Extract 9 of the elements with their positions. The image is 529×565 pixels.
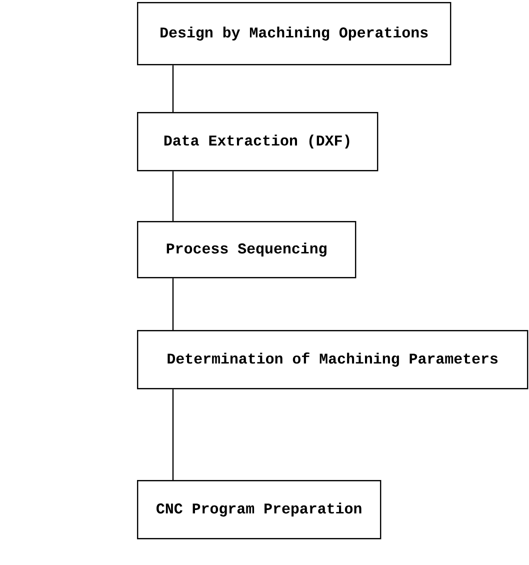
- process-box: CNC Program Preparation: [137, 480, 382, 540]
- connector-line: [172, 389, 174, 480]
- connector-line: [172, 278, 174, 330]
- connector-line: [172, 171, 174, 221]
- process-box: Determination of Machining Parameters: [137, 330, 528, 390]
- process-box: Data Extraction (DXF): [137, 112, 378, 172]
- connector-line: [172, 65, 174, 112]
- process-box: Design by Machining Operations: [137, 2, 452, 66]
- process-box: Process Sequencing: [137, 221, 356, 278]
